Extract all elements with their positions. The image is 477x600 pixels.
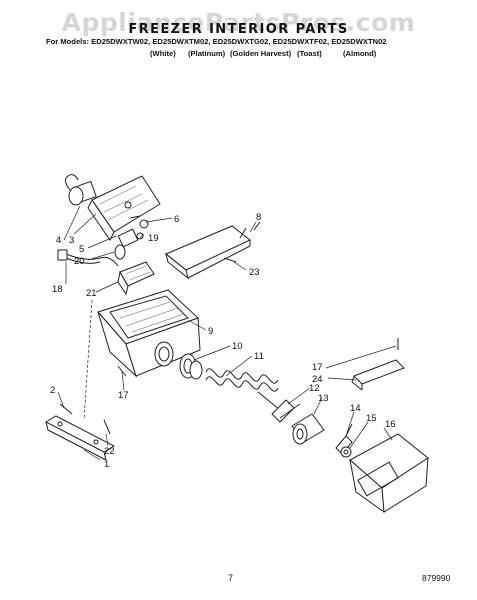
callout-20: 20 <box>74 256 85 267</box>
callout-18: 18 <box>52 284 63 295</box>
callout-12: 12 <box>309 383 320 394</box>
callout-13: 13 <box>318 393 329 404</box>
crusher-blade <box>271 399 301 423</box>
switch-cover <box>117 261 155 296</box>
callout-22: 22 <box>104 446 115 457</box>
color-toast: (Toast) <box>297 49 322 58</box>
callout-15: 15 <box>366 413 377 424</box>
models-line: For Models: ED25DWXTW02, ED25DWXTM02, ED… <box>46 37 387 46</box>
page-number: 7 <box>228 573 234 583</box>
light-socket <box>114 219 149 260</box>
support-bracket <box>44 415 116 461</box>
callout-4: 4 <box>56 235 61 246</box>
screws <box>59 215 399 435</box>
page-title: FREEZER INTERIOR PARTS <box>128 22 349 37</box>
document-code: 879990 <box>422 573 451 583</box>
color-platinum: (Platinum) <box>188 49 226 58</box>
auger-motor <box>64 174 97 206</box>
callout-19: 19 <box>148 233 159 244</box>
callout-11: 11 <box>254 351 264 362</box>
callout-16: 16 <box>385 419 396 430</box>
callout-9: 9 <box>208 326 213 337</box>
callout-leads <box>57 205 397 461</box>
mounting-bracket <box>351 359 405 391</box>
auger-spring <box>205 368 281 411</box>
callout-24: 24 <box>312 374 323 385</box>
callout-14: 14 <box>350 403 361 414</box>
crusher-housing <box>291 413 325 445</box>
front-cover <box>349 433 429 514</box>
cover-panel <box>165 225 251 280</box>
callout-21: 21 <box>86 288 97 299</box>
callout-5: 5 <box>79 244 84 255</box>
callout-23: 23 <box>249 267 260 278</box>
callout-1: 1 <box>104 459 109 470</box>
callout-2: 2 <box>50 385 55 396</box>
callout-8: 8 <box>256 212 261 223</box>
callout-labels: 4 3 6 5 19 20 18 21 8 23 9 10 11 17 2 22… <box>50 212 396 470</box>
callout-10: 10 <box>232 341 243 352</box>
color-white: (White) <box>150 49 176 58</box>
site-watermark: AppliancePartsPros.com <box>61 8 416 37</box>
ice-bucket <box>97 289 201 378</box>
color-almond: (Almond) <box>343 49 377 58</box>
motor-bracket <box>87 175 161 241</box>
wire-harness <box>57 249 119 267</box>
color-golden-harvest: (Golden Harvest) <box>230 49 292 58</box>
callout-17-lower: 17 <box>118 390 129 401</box>
callout-3: 3 <box>69 235 74 246</box>
bearing <box>340 446 352 458</box>
callout-17-upper: 17 <box>312 362 323 373</box>
callout-6: 6 <box>174 214 179 225</box>
bearing-rings <box>179 353 203 380</box>
